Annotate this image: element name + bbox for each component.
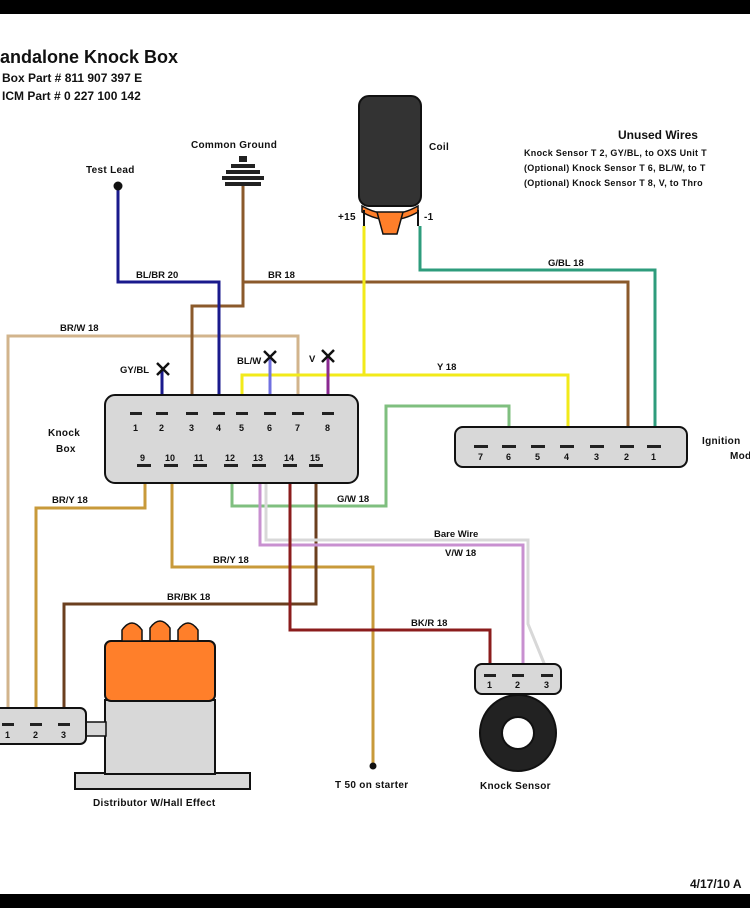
wiring-diagram: andalone Knock Box Box Part # 811 907 39…	[0, 14, 750, 894]
label-bare-wire: Bare Wire	[434, 529, 478, 540]
bottom-black-bar	[0, 894, 750, 908]
box-pin-11: 11	[194, 453, 204, 463]
box-pin-3: 3	[189, 423, 194, 433]
ign-pin-1: 1	[651, 452, 656, 462]
label-br-w-18: BR/W 18	[60, 323, 99, 334]
distributor-label: Distributor W/Hall Effect	[93, 798, 216, 809]
unused-stub-x-marks	[156, 349, 335, 376]
label-br-bk-18: BR/BK 18	[167, 592, 210, 603]
ign-pin-6: 6	[506, 452, 511, 462]
test-lead-label: Test Lead	[86, 165, 135, 176]
label-v-w-18: V/W 18	[445, 548, 476, 559]
box-pin-15: 15	[310, 453, 320, 463]
icm-part-number: ICM Part # 0 227 100 142	[2, 89, 141, 103]
dist-pin-3: 3	[61, 730, 66, 740]
wire-br-y-18-starter	[170, 468, 375, 765]
wire-br-bk-18	[62, 468, 318, 727]
coil-plus-label: +15	[338, 212, 356, 223]
box-pin-2: 2	[159, 423, 164, 433]
t50-label: T 50 on starter	[335, 780, 408, 791]
knock-box	[104, 394, 359, 484]
box-pin-9: 9	[140, 453, 145, 463]
box-pin-6: 6	[267, 423, 272, 433]
wire-bl-br-20	[116, 186, 221, 413]
wire-g-bl-18	[418, 226, 657, 447]
sensor-pin-3: 3	[544, 680, 549, 690]
box-pin-5: 5	[239, 423, 244, 433]
ground-symbol	[222, 156, 264, 186]
sensor-pin-2: 2	[515, 680, 520, 690]
dist-pin-1: 1	[5, 730, 10, 740]
ignition-module-pins	[474, 445, 661, 448]
wire-g-w-18	[230, 404, 511, 508]
box-pin-4: 4	[216, 423, 221, 433]
ignition-module-label-1: Ignition	[702, 436, 741, 447]
ign-pin-7: 7	[478, 452, 483, 462]
unused-wire-line-3: (Optional) Knock Sensor T 8, V, to Thro	[524, 178, 703, 188]
label-bl-br-20: BL/BR 20	[136, 270, 178, 281]
wire-br-y-18-dist	[34, 468, 147, 727]
dist-pin-2: 2	[33, 730, 38, 740]
box-pin-12: 12	[225, 453, 235, 463]
date-stamp: 4/17/10 A	[690, 877, 742, 891]
wire-bare	[264, 468, 548, 669]
label-bk-r-18: BK/R 18	[411, 618, 447, 629]
box-pin-10: 10	[165, 453, 175, 463]
label-v: V	[309, 354, 316, 365]
ign-pin-4: 4	[564, 452, 569, 462]
label-gy-bl: GY/BL	[120, 365, 149, 376]
unused-wires-title: Unused Wires	[618, 128, 698, 142]
label-br-y-18-left: BR/Y 18	[52, 495, 88, 506]
wire-bk-r-18	[288, 468, 492, 675]
knock-box-bottom-pins	[137, 464, 323, 467]
wire-br-18	[190, 280, 630, 447]
ign-pin-3: 3	[594, 452, 599, 462]
box-pin-1: 1	[133, 423, 138, 433]
knock-box-label-2: Box	[56, 444, 76, 455]
label-br-18: BR 18	[268, 270, 295, 281]
coil-label: Coil	[429, 142, 449, 153]
knock-sensor	[474, 663, 562, 772]
unused-wire-line-2: (Optional) Knock Sensor T 6, BL/W, to T	[524, 163, 706, 173]
wire-v-w-18	[258, 468, 525, 675]
ign-pin-2: 2	[624, 452, 629, 462]
label-br-y-18-right: BR/Y 18	[213, 555, 249, 566]
label-g-bl-18: G/BL 18	[548, 258, 584, 269]
label-y-18: Y 18	[437, 362, 456, 373]
knock-sensor-label: Knock Sensor	[480, 781, 551, 792]
knock-box-label-1: Knock	[48, 428, 80, 439]
box-pin-13: 13	[253, 453, 263, 463]
ignition-coil	[358, 95, 422, 235]
unused-wire-line-1: Knock Sensor T 2, GY/BL, to OXS Unit T	[524, 148, 707, 158]
sensor-pin-1: 1	[487, 680, 492, 690]
box-pin-14: 14	[284, 453, 294, 463]
top-black-bar	[0, 0, 750, 14]
knock-box-top-pins	[130, 412, 334, 415]
box-pin-8: 8	[325, 423, 330, 433]
common-ground-label: Common Ground	[191, 140, 277, 151]
test-lead-terminal	[113, 181, 123, 191]
diagram-title: andalone Knock Box	[0, 47, 178, 67]
coil-minus-label: -1	[424, 212, 434, 223]
ign-pin-5: 5	[535, 452, 540, 462]
label-g-w-18: G/W 18	[337, 494, 369, 505]
distributor	[0, 620, 251, 790]
label-bl-w: BL/W	[237, 356, 261, 367]
box-part-number: Box Part # 811 907 397 E	[2, 71, 142, 85]
box-pin-7: 7	[295, 423, 300, 433]
ignition-module-label-2: Mod	[730, 451, 750, 462]
t50-terminal	[369, 762, 377, 770]
diagram-canvas: andalone Knock Box Box Part # 811 907 39…	[0, 47, 750, 891]
